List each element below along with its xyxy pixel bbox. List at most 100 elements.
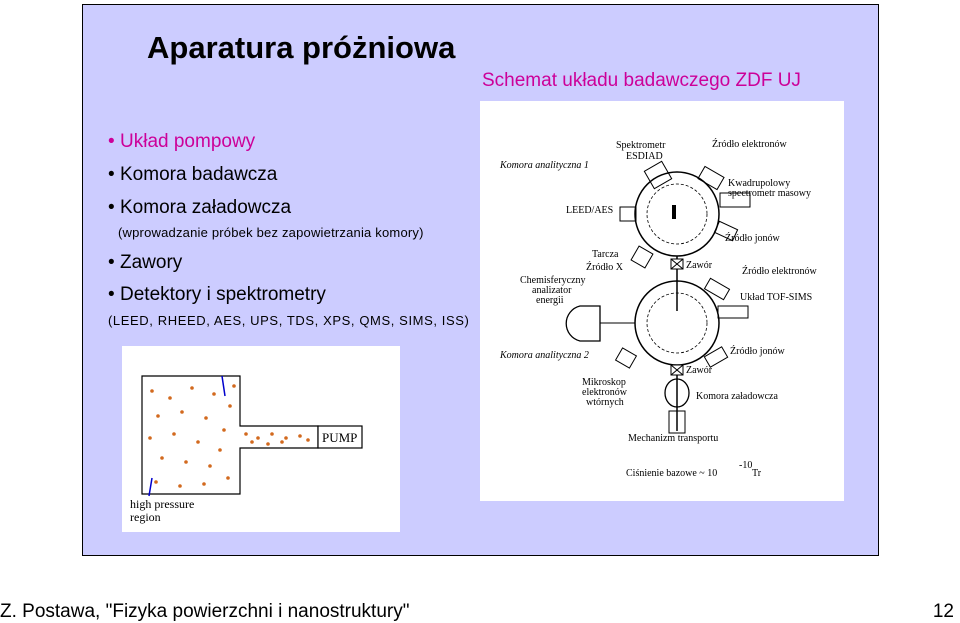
quadrupole-label-2: spectrometr masowy (728, 188, 811, 199)
page-number: 12 (932, 601, 954, 622)
gas-dot (148, 436, 152, 440)
leed-port (619, 206, 637, 222)
bullet-text: Układ pompowy (120, 131, 256, 152)
gas-dot (180, 410, 184, 414)
valve-2-label: Zawór (686, 365, 713, 376)
microscope-label-2: elektronów (582, 387, 628, 398)
gas-molecules (148, 384, 310, 488)
chamber-2-inner (646, 292, 708, 354)
analyzer-label-2: analizator (532, 285, 572, 296)
loadlock-shape (664, 378, 690, 408)
tof-sims-label: Układ TOF-SIMS (740, 292, 812, 303)
valve-1-label: Zawór (686, 260, 713, 271)
gas-dot (218, 448, 222, 452)
gas-dot (222, 428, 226, 432)
gas-dot (184, 460, 188, 464)
gas-dot (156, 414, 160, 418)
gas-dot (298, 434, 302, 438)
chamber-2-label: Komora analityczna 2 (499, 350, 589, 361)
xray-label: Źródło X (586, 261, 624, 273)
bullet-dot: • (108, 252, 115, 273)
gas-dot (168, 396, 172, 400)
region-label-2: region (130, 510, 161, 524)
valve-1-cross (670, 258, 684, 270)
hemispherical-analyzer (565, 305, 601, 342)
gas-dot (212, 392, 216, 396)
bullet-pump-system: •Układ pompowy (108, 131, 255, 153)
region-label-1: high pressure (130, 497, 194, 511)
slide-subtitle: Schemat układu badawczego ZDF UJ (482, 70, 801, 91)
target-label: Tarcza (592, 249, 619, 260)
sample-holder (672, 205, 676, 219)
gas-dot (256, 436, 260, 440)
chamber-1-inner (646, 183, 708, 245)
bullet-text: Detektory i spektrometry (120, 284, 326, 305)
footer-credit: Z. Postawa, "Fizyka powierzchni i nanost… (0, 601, 410, 622)
gas-dot (160, 456, 164, 460)
gas-dot (228, 404, 232, 408)
pump-schematic: PUMP high pressure region (122, 346, 400, 532)
pressure-marker (221, 375, 226, 397)
pressure-marker (148, 477, 153, 497)
quadrupole-label-1: Kwadrupolowy (728, 178, 790, 189)
chamber-1-label: Komora analityczna 1 (499, 160, 589, 171)
gas-dot (172, 432, 176, 436)
ion-source-2-port (703, 346, 729, 368)
electron-source-port (697, 165, 725, 191)
bullet-text: Komora badawcza (120, 164, 278, 185)
bullet-text: Komora załadowcza (120, 197, 292, 218)
chamber-1-shape (634, 171, 720, 257)
ion-source-port (713, 220, 739, 242)
bullet-dot: • (108, 164, 115, 185)
ion-source-2-label: Źródło jonów (730, 345, 785, 357)
apparatus-diagram: Komora analityczna 1 Spektrometr ESDIAD … (480, 101, 844, 501)
bullet-detectors: •Detektory i spektrometry (108, 284, 326, 306)
detectors-list: (LEED, RHEED, AES, UPS, TDS, XPS, QMS, S… (108, 313, 470, 328)
pump-box (317, 425, 363, 449)
bullet-research-chamber: •Komora badawcza (108, 164, 277, 186)
esdiad-port (643, 160, 673, 190)
bullet-dot: • (108, 197, 115, 218)
gas-dot (178, 484, 182, 488)
loadlock-label: Komora załadowcza (696, 391, 778, 402)
gas-dot (208, 464, 212, 468)
pump-schematic-svg: PUMP high pressure region (130, 375, 363, 524)
transport-shape (668, 410, 686, 434)
esdiad-label-1: Spektrometr (616, 140, 666, 151)
apparatus-diagram-svg: Komora analityczna 1 Spektrometr ESDIAD … (499, 138, 817, 479)
gas-dot (190, 386, 194, 390)
transport-label: Mechanizm transportu (628, 433, 718, 444)
electron-source-2-label: Źródło elektronów (742, 265, 817, 277)
pressure-exponent: -10 (739, 460, 752, 471)
gas-dot (154, 480, 158, 484)
pressure-label: Ciśnienie bazowe ~ 10 (626, 468, 717, 479)
pressure-unit: Tr (752, 468, 762, 479)
microscope-port (614, 347, 638, 369)
microscope-label-3: wtórnych (586, 397, 624, 408)
gas-dot (150, 389, 154, 393)
gas-dot (196, 440, 200, 444)
vessel-outline (141, 375, 319, 495)
gas-dot (226, 476, 230, 480)
electron-source-2-port (703, 277, 731, 301)
analyzer-label-3: energii (536, 295, 564, 306)
bullet-valves: •Zawory (108, 252, 182, 274)
electron-source-label: Źródło elektronów (712, 138, 787, 150)
gas-dot (306, 438, 310, 442)
gas-dot (204, 416, 208, 420)
bullet-dot: • (108, 131, 115, 152)
gas-dot (280, 440, 284, 444)
load-chamber-note: (wprowadzanie próbek bez zapowietrzania … (118, 225, 424, 240)
gas-dot (202, 482, 206, 486)
quadrupole-port (719, 192, 751, 208)
bullet-dot: • (108, 284, 115, 305)
tof-sims-port (717, 305, 749, 319)
gas-dot (232, 384, 236, 388)
gas-dot (284, 436, 288, 440)
gas-dot (266, 442, 270, 446)
leed-label: LEED/AES (566, 205, 613, 216)
esdiad-label-2: ESDIAD (626, 151, 663, 162)
gas-dot (270, 432, 274, 436)
bullet-load-chamber: •Komora załadowcza (108, 197, 291, 219)
xray-port (630, 245, 654, 269)
